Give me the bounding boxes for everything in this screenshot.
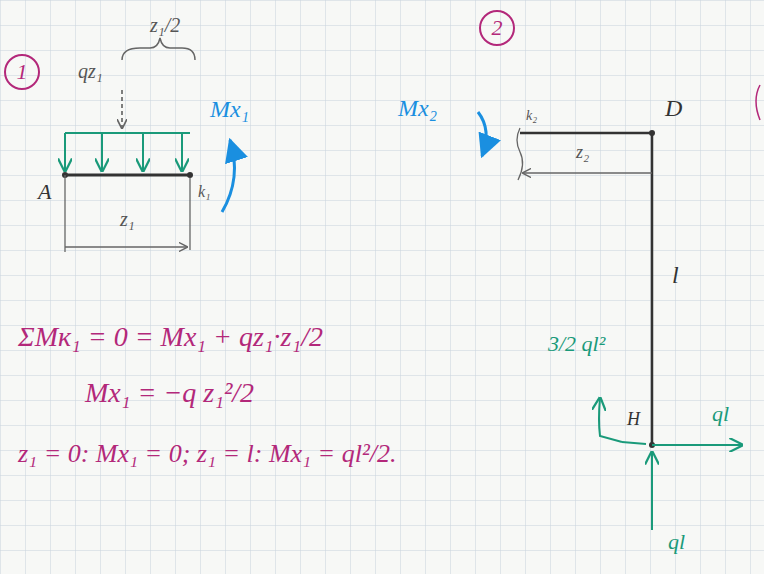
dimension-label: z₁ [120,208,135,230]
point-label: H [627,410,640,430]
point-label: D [665,95,682,121]
point-label: A [38,180,51,204]
force-label: ql [712,402,729,426]
section-label: k₂ [526,108,537,123]
figure-number-text: 1 [17,61,28,83]
figure-number-text: 2 [492,17,503,39]
beam-part-1 [62,38,235,252]
moment-label: Mx₁ [210,96,249,122]
length-label: l [672,262,679,288]
equation: ΣMк₁ = 0 = Mx₁ + qz₁·z₁/2 [18,322,323,353]
section-label: k₁ [198,183,211,201]
moment-label: Mx₂ [398,95,437,121]
equation: z₁ = 0: Mx₁ = 0; z₁ = l: Mx₁ = ql²/2. [18,440,396,469]
figure-number: 2 [479,10,515,46]
frame-part-2 [478,85,760,530]
dimension-label: z₁/2 [150,14,180,36]
equation: Mx₁ = −q z₁²/2 [85,378,254,409]
moment-label: 3/2 ql² [548,332,605,356]
force-label: ql [668,530,685,554]
load-label: qz₁ [78,60,103,82]
dimension-label: z₂ [576,143,589,163]
figure-number: 1 [4,54,40,90]
